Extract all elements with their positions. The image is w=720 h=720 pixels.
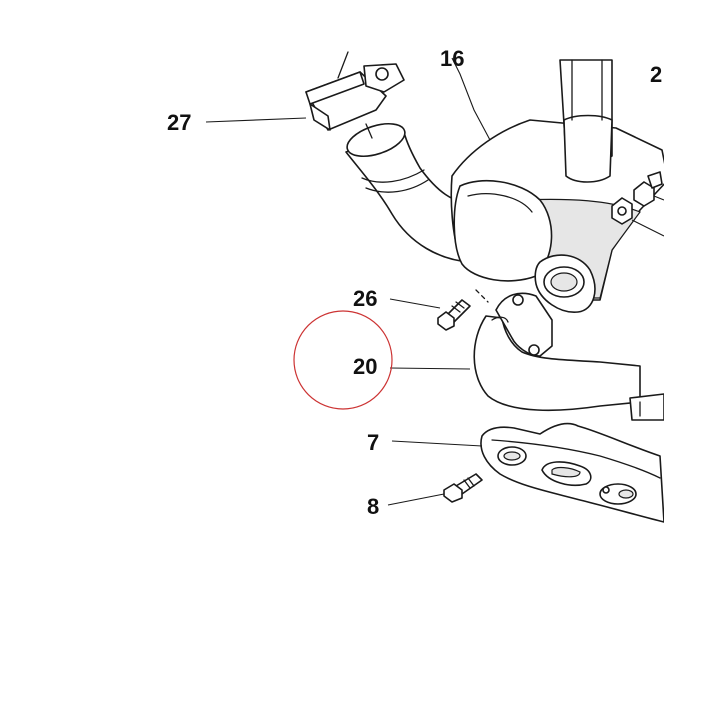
inlet-pipe (345, 122, 481, 263)
part-27-hose-clamp (305, 51, 405, 131)
part-16-catalytic-converter (450, 57, 669, 301)
crop-edge (664, 0, 720, 720)
callout-27: 27 (167, 110, 191, 135)
callout-2x: 2 (650, 62, 662, 87)
part-8-bolt (443, 473, 483, 503)
callout-8: 8 (367, 494, 379, 519)
callout-16: 16 (440, 46, 464, 71)
callout-26: 26 (353, 286, 377, 311)
highlight-circle (293, 310, 393, 410)
callout-20: 20 (353, 354, 377, 379)
leader-8 (387, 493, 445, 506)
part-26-bolt (437, 289, 489, 331)
part-20-pipe (473, 292, 665, 421)
outlet-flange (534, 254, 596, 313)
right-side-nuts (611, 171, 665, 237)
callout-7: 7 (367, 430, 379, 455)
leader-20 (389, 367, 471, 370)
part-7-heat-shield (480, 422, 665, 523)
leader-27 (205, 117, 307, 123)
leader-26 (389, 298, 441, 309)
leader-7 (391, 440, 483, 447)
